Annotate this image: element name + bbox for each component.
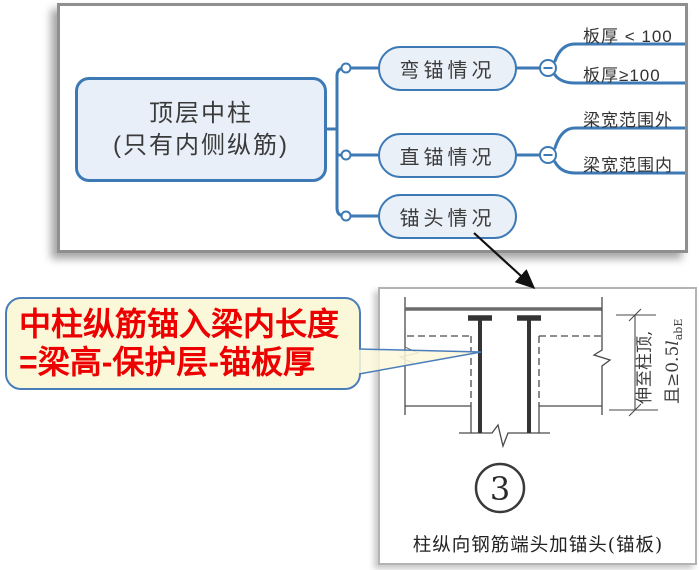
collapse-button-2[interactable] [539, 146, 557, 164]
junction-dot [340, 210, 352, 222]
callout-line2: =梁高-保护层-锚板厚 [19, 344, 316, 380]
cut-line [459, 423, 550, 449]
root-topic[interactable]: 顶层中柱 (只有内侧纵筋) [75, 77, 327, 182]
junction-dot [340, 149, 352, 161]
detail-drawing-panel: 伸至柱顶, 且≥0.5labE 3 柱纵向钢筋端头加锚头(锚板) [378, 287, 697, 565]
leaf-line-2 [553, 73, 685, 85]
junction-dot [340, 62, 352, 74]
leaf-inside-beam-width[interactable]: 梁宽范围内 [583, 156, 673, 175]
root-topic-line1: 顶层中柱 [149, 99, 253, 127]
leaf-outside-beam-width[interactable]: 梁宽范围外 [583, 111, 673, 130]
leaf-slab-ge-100[interactable]: 板厚≥100 [583, 66, 661, 85]
hidden-column-edges [407, 335, 602, 406]
mindmap-panel: 顶层中柱 (只有内侧纵筋) 弯锚情况 直锚情况 锚头情况 板厚 < 100 板厚… [57, 3, 688, 253]
drawing-caption: 柱纵向钢筋端头加锚头(锚板) [413, 535, 663, 556]
dimension-note-line1: 伸至柱顶, [635, 331, 655, 404]
mindmap-connectors [326, 42, 685, 222]
root-topic-line2: (只有内侧纵筋) [113, 131, 289, 159]
callout-line1: 中柱纵筋锚入梁内长度 [19, 306, 340, 342]
leaf-line-4 [553, 160, 685, 175]
figure-number-circle [474, 462, 526, 514]
figure-number: 3 [490, 470, 510, 508]
callout-note[interactable]: 中柱纵筋锚入梁内长度 =梁高-保护层-锚板厚 [5, 297, 361, 390]
leaf-line-3 [553, 126, 685, 150]
topic-straight-anchor[interactable]: 直锚情况 [378, 133, 517, 178]
topic-anchor-head[interactable]: 锚头情况 [378, 194, 517, 239]
arrow-line [473, 232, 536, 289]
collapse-button-1[interactable] [539, 59, 557, 77]
leaf-slab-lt-100[interactable]: 板厚 < 100 [583, 27, 673, 46]
detail-drawing: 伸至柱顶, 且≥0.5labE 3 柱纵向钢筋端头加锚头(锚板) [398, 297, 685, 556]
beam-right-edge-with-break [592, 297, 612, 415]
dimension-note-line2: 且≥0.5labE [663, 319, 685, 404]
rebars [468, 315, 541, 433]
callout-tail [358, 348, 482, 375]
branch-trunk [335, 66, 380, 218]
leaf-line-1 [553, 42, 685, 63]
dimension-lines [609, 308, 658, 417]
pointer-arrow [473, 232, 536, 289]
topic-bend-anchor[interactable]: 弯锚情况 [378, 46, 517, 91]
